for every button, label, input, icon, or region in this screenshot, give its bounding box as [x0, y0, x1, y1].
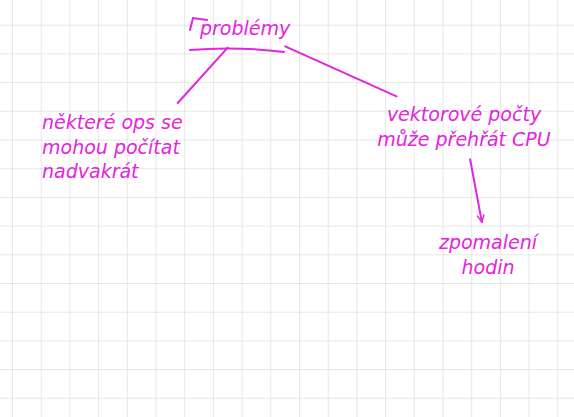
handwritten-text: problémy — [200, 16, 290, 41]
connector-line — [470, 159, 482, 222]
note-text: problémy — [196, 12, 294, 45]
handwritten-text: zpomalení hodin — [434, 230, 542, 279]
note-text: některé ops se mohou počítat nadvakrát — [38, 106, 238, 188]
note-text: vektorové počty může přehřát CPU — [372, 98, 556, 155]
handwritten-text: některé ops se mohou počítat nadvakrát — [42, 110, 234, 184]
handwritten-text: vektorové počty může přehřát CPU — [376, 102, 552, 151]
note-text: zpomalení hodin — [430, 226, 546, 283]
connector-line — [178, 48, 228, 103]
connector-line — [285, 46, 396, 96]
